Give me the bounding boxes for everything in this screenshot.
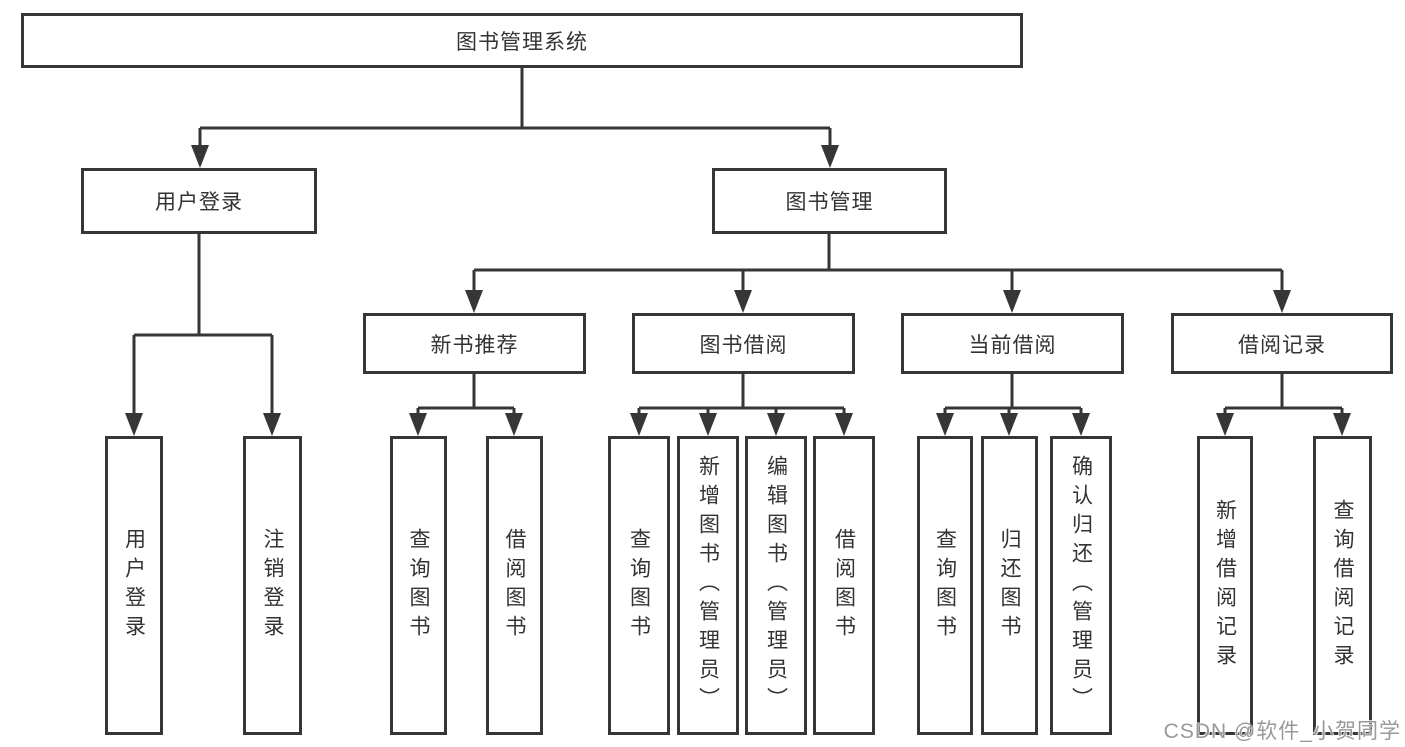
arrow-down-icon: [1333, 413, 1351, 436]
arrow-down-icon: [505, 413, 523, 436]
arrow-down-icon: [936, 413, 954, 436]
leaf-current-query-books: 查询图书: [917, 436, 973, 735]
arrow-down-icon: [1216, 413, 1234, 436]
arrow-down-icon: [734, 290, 752, 313]
leaf-user-login: 用户登录: [105, 436, 163, 735]
arrow-down-icon: [125, 413, 143, 436]
node-book-borrowing: 图书借阅: [632, 313, 855, 374]
node-library-management-system: 图书管理系统: [21, 13, 1023, 68]
leaf-records-query-borrow-record: 查询借阅记录: [1313, 436, 1372, 735]
node-new-book-recommendation: 新书推荐: [363, 313, 586, 374]
leaf-recommend-borrow-books: 借阅图书: [486, 436, 543, 735]
arrow-down-icon: [1273, 290, 1291, 313]
arrow-down-icon: [699, 413, 717, 436]
node-current-borrowing: 当前借阅: [901, 313, 1124, 374]
arrow-down-icon: [465, 290, 483, 313]
arrow-down-icon: [1072, 413, 1090, 436]
leaf-borrowing-edit-books-admin: 编辑图书（管理员）: [745, 436, 807, 735]
leaf-borrowing-borrow-books: 借阅图书: [813, 436, 875, 735]
arrow-down-icon: [1000, 413, 1018, 436]
arrow-down-icon: [821, 145, 839, 168]
leaf-borrowing-add-books-admin: 新增图书（管理员）: [677, 436, 739, 735]
arrow-down-icon: [767, 413, 785, 436]
node-borrowing-records: 借阅记录: [1171, 313, 1393, 374]
node-book-management: 图书管理: [712, 168, 947, 234]
node-user-login: 用户登录: [81, 168, 317, 234]
leaf-current-return-books: 归还图书: [981, 436, 1038, 735]
arrow-down-icon: [263, 413, 281, 436]
arrow-down-icon: [630, 413, 648, 436]
arrow-down-icon: [409, 413, 427, 436]
csdn-watermark: CSDN @软件_小贺同学: [1163, 720, 1401, 743]
leaf-current-confirm-return-admin: 确认归还（管理员）: [1050, 436, 1112, 735]
arrow-down-icon: [191, 145, 209, 168]
leaf-records-add-borrow-record: 新增借阅记录: [1197, 436, 1253, 735]
arrow-down-icon: [1003, 290, 1021, 313]
leaf-logout: 注销登录: [243, 436, 302, 735]
leaf-recommend-query-books: 查询图书: [390, 436, 447, 735]
leaf-borrowing-query-books: 查询图书: [608, 436, 670, 735]
arrow-down-icon: [835, 413, 853, 436]
